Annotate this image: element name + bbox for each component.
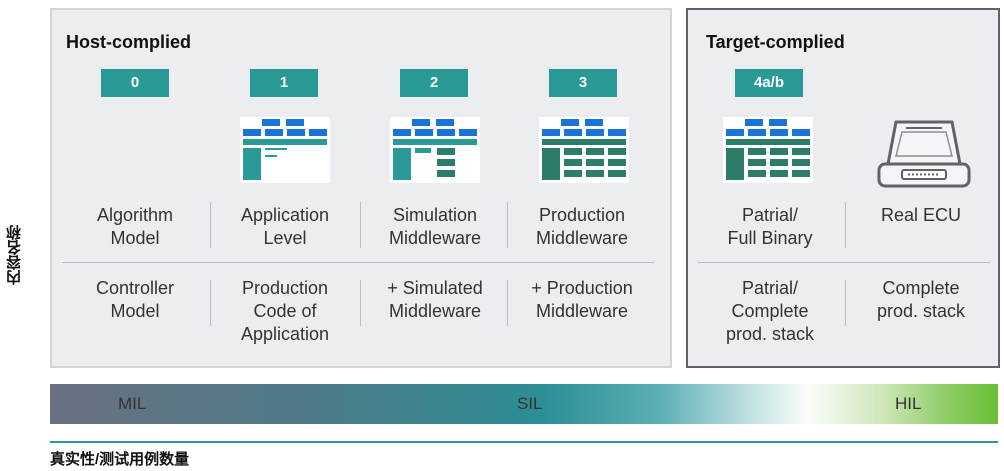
- level-2-badge: 2: [400, 69, 468, 97]
- host-complied-panel: Host-complied 0 1 2 3: [50, 8, 672, 368]
- separator: [845, 202, 846, 248]
- level-3-badge: 3: [549, 69, 617, 97]
- simulation-table-icon: [390, 117, 480, 183]
- level-4ab-badge: 4a/b: [735, 69, 803, 97]
- level-0-badge: 0: [101, 69, 169, 97]
- separator: [360, 280, 361, 326]
- separator: [845, 280, 846, 326]
- x-axis-line: [50, 441, 998, 443]
- hil-label: HIL: [895, 394, 922, 413]
- ecu-icon: [876, 116, 972, 195]
- level-1-badge: 1: [250, 69, 318, 97]
- application-table-icon: [240, 117, 330, 183]
- separator: [507, 202, 508, 248]
- separator: [210, 280, 211, 326]
- separator: [210, 202, 211, 248]
- mil-label: MIL: [118, 394, 147, 413]
- sil-label: SIL: [517, 394, 543, 413]
- production-table-icon: [539, 117, 629, 183]
- real-ecu-label: Real ECU: [880, 205, 962, 225]
- target-complied-panel: Target-complied 4a/b Patrial/Full Binary: [686, 8, 1000, 368]
- separator: [360, 202, 361, 248]
- host-panel-title: Host-complied: [66, 32, 192, 52]
- mil-sil-hil-gradient-bar: MIL SIL HIL: [50, 384, 998, 424]
- binary-table-icon: [723, 117, 813, 183]
- row-divider: [698, 262, 990, 263]
- separator: [507, 280, 508, 326]
- target-panel-title: Target-complied: [706, 32, 845, 52]
- full-binary-label: Patrial/Full Binary: [727, 205, 813, 248]
- y-axis-label: 内容名称: [6, 225, 23, 285]
- row-divider: [62, 262, 654, 263]
- x-axis-label: 真实性/测试用例数量: [50, 451, 190, 468]
